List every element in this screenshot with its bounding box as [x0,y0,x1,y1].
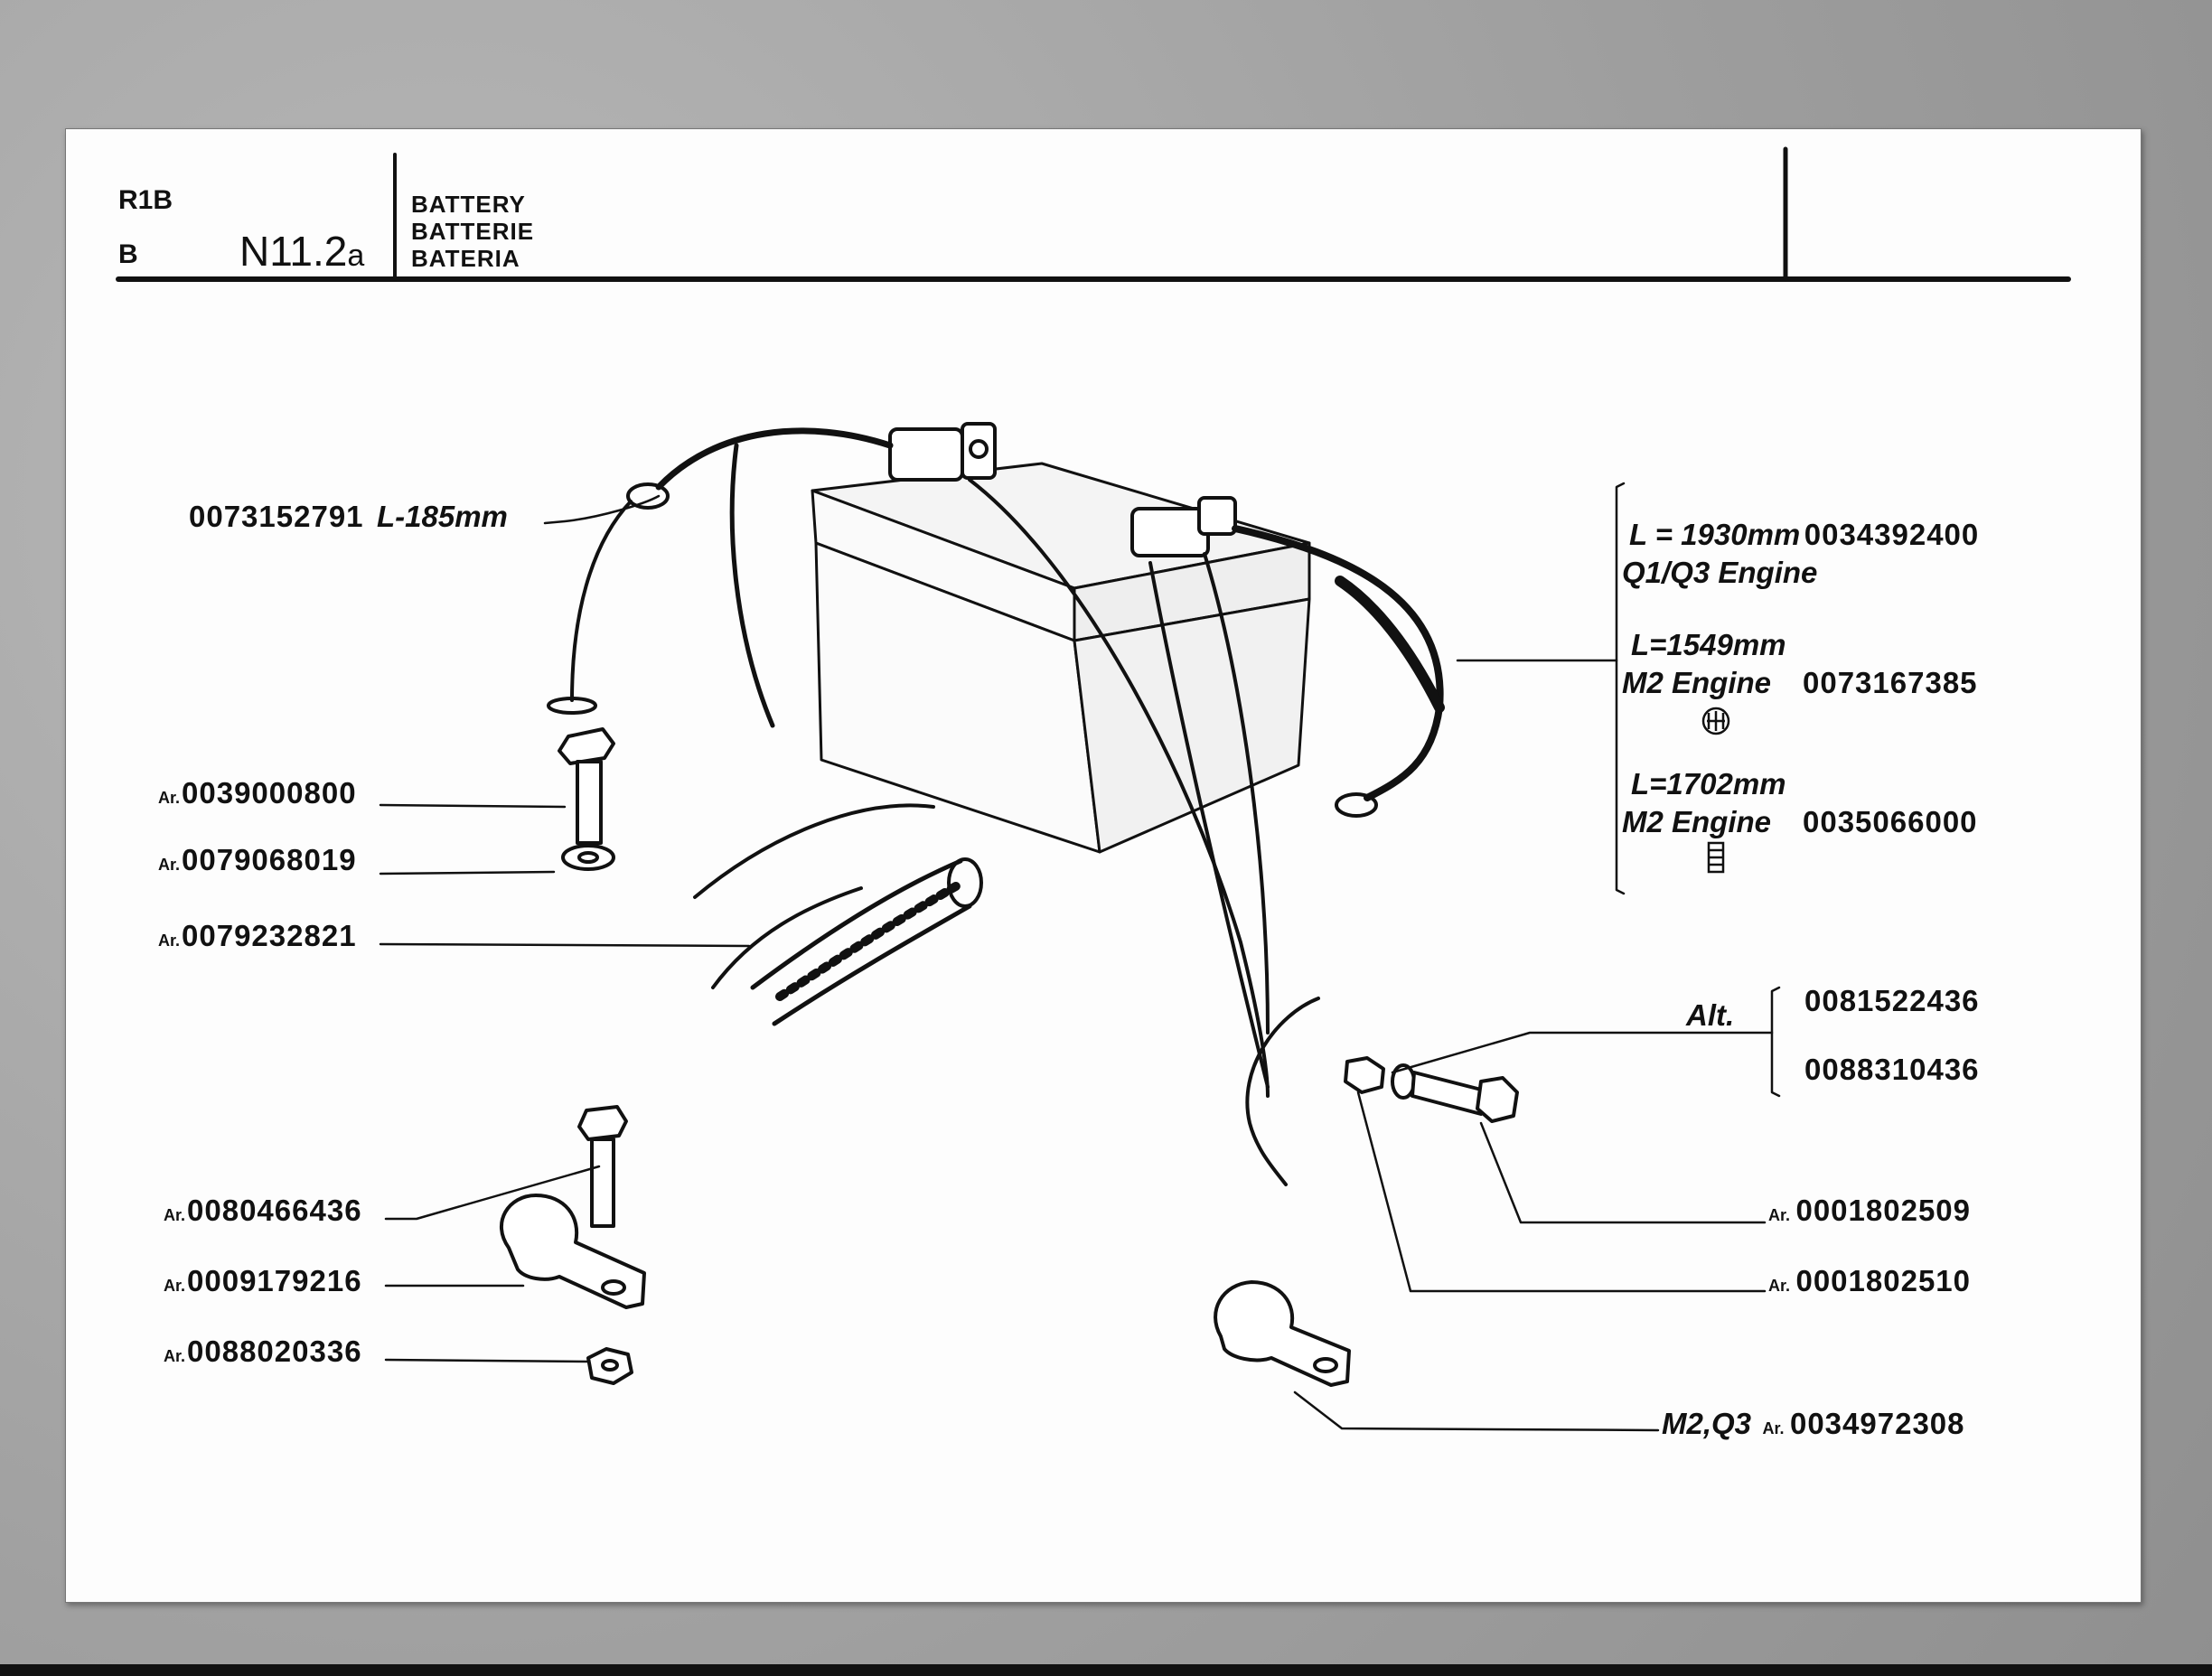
exploded-parts-drawing [116,146,2071,1432]
bolt-shank [576,760,603,845]
leader-lines-left [379,494,751,1363]
ground-lead-code: 0073152791 [189,500,364,533]
alt-code-2: 0088310436 [1804,1053,1980,1086]
ar-mark: Ar. [164,1277,186,1295]
bottom-border [0,1664,2212,1676]
table-code-main: N11.2 [239,228,348,275]
positive-cable [1232,525,1444,801]
cable1-code: 0034392400 [1804,518,1980,551]
body-arc-lower [711,886,863,989]
header-titles: BATTERY BATTERIE BATERIA [411,191,534,272]
alt-washer-code: 0001802510 [1795,1264,1971,1297]
ground-lead-eyelet [626,482,670,510]
gear-pattern-icon [1701,707,1730,735]
cable3-code: 0035066000 [1803,805,1978,838]
body-wire [729,443,775,728]
bolt-code: 0039000800 [182,776,357,810]
cable3-engine: M2 Engine [1622,805,1772,838]
ar-mark: Ar. [1768,1206,1791,1224]
alt-bolt-label: Ar. 0001802509 [1768,1194,1971,1228]
ar-mark: Ar. [1762,1419,1785,1437]
body-arc-upper [693,803,935,899]
leader-lines-right [1293,482,1781,1432]
cable2-length: L=1549mm [1631,628,1786,661]
positive-cable-sleeve [1335,576,1445,713]
alt-label: Alt. [1686,998,1735,1032]
washer [561,844,615,871]
table-code: N11.2a [239,227,364,276]
clip-nut-hole [601,1359,619,1372]
positive-cable-eyelet [1335,792,1378,818]
alt-bolt-head [1476,1076,1519,1123]
clip-nut-label: Ar.0088020336 [164,1334,362,1369]
washer-code: 0079068019 [182,843,357,876]
washer-label: Ar.0079068019 [158,843,357,877]
right-clip-body [1214,1280,1351,1387]
negative-terminal [888,422,997,482]
clip-bolt-code: 0080466436 [187,1194,362,1227]
title-french: BATTERIE [411,218,535,245]
table-code-suffix: a [347,239,365,273]
ar-mark: Ar. [158,789,181,807]
ar-mark: Ar. [158,856,181,874]
cable2-code: 0073167385 [1803,666,1978,699]
clip-bolt-label: Ar.0080466436 [164,1194,362,1228]
cable3-length: L=1702mm [1631,767,1786,801]
clip-body [499,1194,646,1309]
cable1-length: L = 1930mm [1629,518,1801,551]
alt-nut [1344,1056,1385,1094]
clip-code: 0009179216 [187,1264,362,1297]
right-clip-hole [1313,1357,1338,1373]
alt-bolt-code: 0001802509 [1795,1194,1971,1227]
right-clip-label: M2,Q3 Ar. 0034972308 [1662,1407,1965,1441]
parts-sheet: R1B B N11.2a BATTERY BATTERIE BATERIA 00… [65,128,2142,1603]
right-clip-prefix: M2,Q3 [1662,1407,1752,1440]
ladder-pattern-icon [1707,841,1725,874]
alternator-wire-2 [1203,552,1270,1035]
ground-lead-length: L-185mm [376,500,508,533]
ar-mark: Ar. [158,932,181,950]
alt-washer-label: Ar. 0001802510 [1768,1264,1971,1298]
ar-mark: Ar. [1768,1277,1791,1295]
ar-mark: Ar. [164,1206,186,1224]
clip-bolt-shank [590,1138,615,1228]
ground-lead-tail [570,500,633,702]
header-series: B [118,239,138,269]
bolt-head [558,727,615,765]
hose-label: Ar.0079232821 [158,919,357,953]
hose-end [947,857,983,908]
bolt-label: Ar.0039000800 [158,776,357,810]
alternator-wire-3 [1148,561,1270,1089]
cable1-engine: Q1/Q3 Engine [1622,556,1818,589]
header-model: R1B [118,185,173,215]
alt-code-1: 0081522436 [1804,984,1980,1017]
clip-nut-code: 0088020336 [187,1334,362,1368]
hose-code: 0079232821 [182,919,357,952]
alt-bolt-shank [1411,1071,1486,1116]
title-english: BATTERY [411,191,526,218]
cable1-label: L = 1930mm 0034392400 [1629,518,1979,552]
clip-nut [586,1347,633,1385]
cable2-engine: M2 Engine [1622,666,1772,699]
clip-hole [601,1279,626,1296]
ground-lead-cable [655,427,894,491]
hose-texture [775,879,965,1001]
hose-outline-bottom [772,904,972,1026]
clip-label: Ar.0009179216 [164,1264,362,1298]
right-clip-code: 0034972308 [1789,1407,1965,1440]
clip-bolt-head [577,1105,628,1141]
positive-terminal [1130,496,1237,557]
title-spanish: BATERIA [411,245,520,272]
alternator-housing-arc [1245,997,1320,1186]
ar-mark: Ar. [164,1347,186,1365]
hose-outline-top [750,858,963,990]
ground-lead-label: 0073152791 L-185mm [189,500,508,534]
washer-hole [577,851,599,864]
ground-lead-base [547,697,597,715]
